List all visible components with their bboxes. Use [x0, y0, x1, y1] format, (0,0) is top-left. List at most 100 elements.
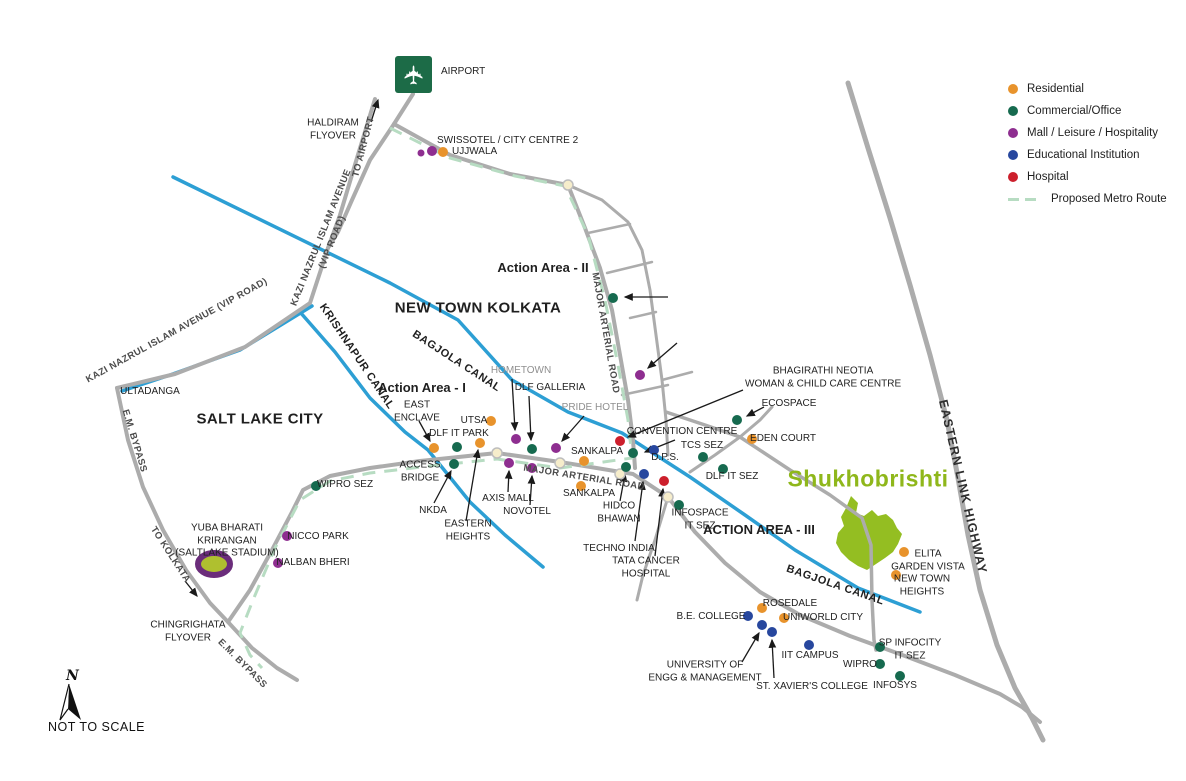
poi-dot-be-college	[743, 611, 753, 621]
poi-dot-westin-hotel	[635, 370, 645, 380]
poi-dot-nkda	[449, 459, 459, 469]
eastern-link-highway	[845, 80, 1046, 743]
callout-arrow	[184, 580, 198, 598]
road-junction	[554, 457, 566, 469]
legend-item-mall: Mall / Leisure / Hospitality	[1008, 122, 1167, 144]
eden-court-road	[664, 410, 878, 652]
poi-dot-sysnthesis-business-park	[608, 293, 618, 303]
saltlake-stadium-shape	[195, 550, 233, 578]
poi-dot-tcs-sez	[698, 452, 708, 462]
shukhobrishti-area	[836, 496, 902, 570]
infospace-branch-road	[635, 495, 670, 602]
callout-arrow	[418, 420, 431, 443]
krishnapur-canal	[298, 310, 545, 569]
callout-arrow	[745, 406, 765, 417]
poi-dot-sankalpa-north	[579, 456, 589, 466]
metro-route-line-icon	[1008, 197, 1042, 201]
poi-dot-infosys	[895, 671, 905, 681]
road-junction	[491, 447, 503, 459]
new-town-main-road	[226, 451, 670, 624]
hospital-dot-icon	[1008, 172, 1018, 182]
poi-dot-hidco-bhawan	[621, 462, 631, 472]
poi-dot-utsa	[486, 416, 496, 426]
poi-dot-tata-cancer-hospital	[659, 476, 669, 486]
cross-street-1	[586, 222, 632, 235]
compass-north-label: N	[66, 668, 79, 684]
poi-dot-axis-mall	[504, 458, 514, 468]
compass-needle-icon	[59, 683, 81, 721]
poi-dot-sankalpa-south	[576, 481, 586, 491]
poi-dot-eden-court	[747, 434, 757, 444]
legend: Residential Commercial/Office Mall / Lei…	[1008, 78, 1167, 210]
cross-street-4	[620, 383, 670, 397]
callout-arrow	[634, 480, 646, 542]
poi-dot-ujjwala	[438, 147, 448, 157]
poi-dot-iit-campus	[804, 640, 814, 650]
vip-road	[115, 97, 377, 390]
poi-dot-convention-centre	[628, 448, 638, 458]
southeast-curve-road	[666, 495, 1042, 724]
airport-road	[326, 92, 415, 250]
legend-item-label: Educational Institution	[1027, 149, 1140, 161]
poi-dot-sp-infocity-it-sez	[875, 642, 885, 652]
poi-dot-swissotel	[417, 149, 425, 157]
callout-arrow	[654, 487, 666, 557]
airport-marker: ✈	[395, 56, 432, 93]
em-bypass-road	[115, 386, 299, 682]
poi-dot-wipro-sez	[311, 481, 321, 491]
poi-dot-infospace-it-sez	[674, 500, 684, 510]
poi-dot-university-of-engg-management	[757, 620, 767, 630]
poi-dot-new-town-heights	[891, 570, 901, 580]
callout-arrow	[527, 474, 536, 506]
poi-dot-eastern-heights	[475, 438, 485, 448]
callout-arrow	[768, 638, 777, 679]
cross-street-3	[628, 310, 658, 320]
poi-dot-dlf-it-sez	[718, 464, 728, 474]
callout-arrow	[561, 415, 585, 442]
mall-dot-icon	[1008, 128, 1018, 138]
poi-dot-dlf-it-park	[452, 442, 462, 452]
poi-dot-hometown	[511, 434, 521, 444]
poi-dot-techno-india	[639, 469, 649, 479]
poi-dot-nalban-bheri	[273, 558, 283, 568]
poi-dot-ecospace	[732, 415, 742, 425]
poi-dot-st-xaviers-college	[767, 627, 777, 637]
callout-arrow	[647, 342, 678, 369]
airplane-icon: ✈	[398, 63, 429, 86]
callout-arrow	[619, 472, 628, 502]
bagjola-canal	[171, 175, 922, 614]
residential-dot-icon	[1008, 84, 1018, 94]
poi-dot-pride-hotel	[551, 443, 561, 453]
legend-item-hospital: Hospital	[1008, 166, 1167, 188]
legend-item-label: Proposed Metro Route	[1051, 193, 1167, 205]
poi-dot-wipro	[875, 659, 885, 669]
legend-item-label: Mall / Leisure / Hospitality	[1027, 127, 1159, 139]
legend-item-residential: Residential	[1008, 78, 1167, 100]
educational-dot-icon	[1008, 150, 1018, 160]
legend-item-label: Hospital	[1027, 171, 1069, 183]
callout-arrow	[465, 448, 481, 522]
callout-arrow	[741, 631, 760, 663]
road-junction	[614, 468, 626, 480]
legend-item-label: Residential	[1027, 83, 1084, 95]
poi-dot-uniworld-city	[779, 613, 789, 623]
legend-item-label: Commercial/Office	[1027, 105, 1122, 117]
callout-arrow	[504, 469, 513, 493]
road-junction	[662, 491, 674, 503]
poi-dot-rosedale	[757, 603, 767, 613]
poi-dot-dlf-galleria	[527, 444, 537, 454]
poi-dot-bhagirathi-neotia	[615, 436, 625, 446]
callout-arrow	[526, 395, 535, 442]
scale-note: NOT TO SCALE	[48, 720, 146, 734]
legend-item-commercial: Commercial/Office	[1008, 100, 1167, 122]
eden-cross-road	[688, 405, 774, 474]
poi-dot-east-enclave	[429, 443, 439, 453]
poi-dot-dps	[649, 445, 659, 455]
road-junction	[562, 179, 574, 191]
poi-dot-nicco-park	[282, 531, 292, 541]
cross-street-5	[660, 370, 694, 382]
commercial-dot-icon	[1008, 106, 1018, 116]
proposed-metro-route	[238, 126, 634, 670]
